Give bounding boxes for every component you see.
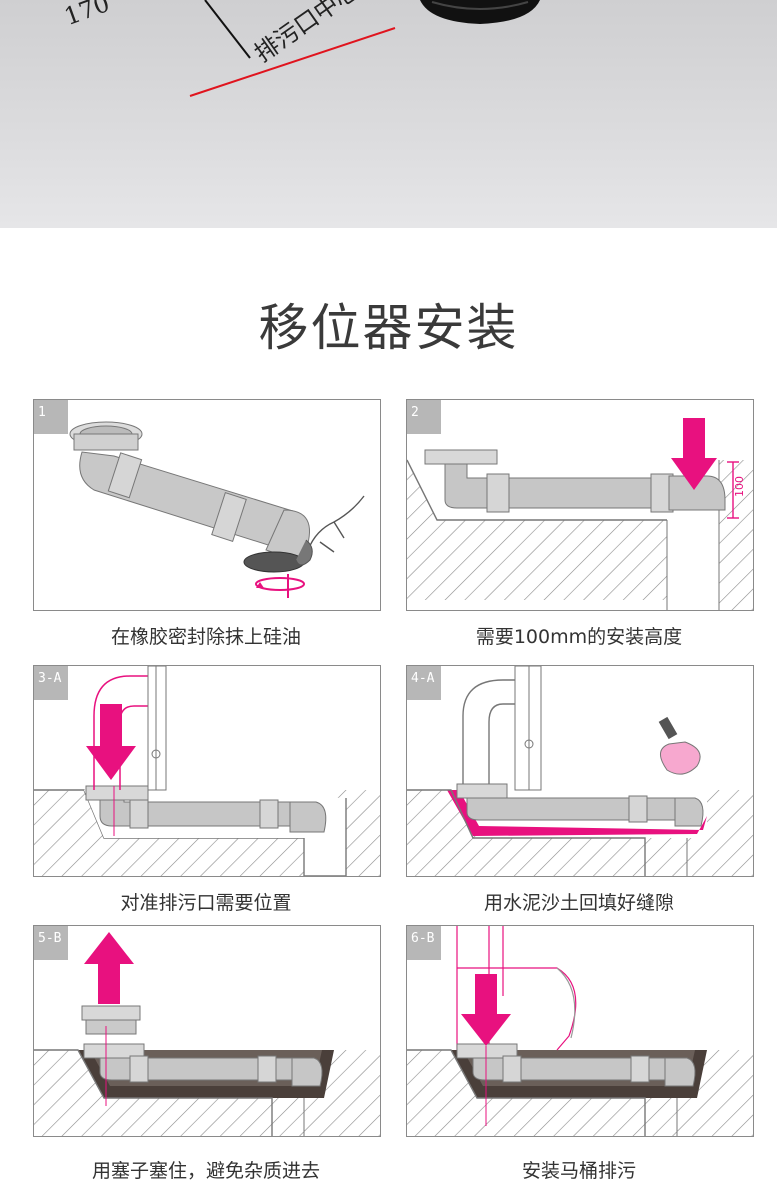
step-6b-illustration xyxy=(407,926,753,1136)
step-panel-4a: 4-A xyxy=(406,665,754,877)
step-5b-illustration xyxy=(34,932,380,1136)
step-panel-6b: 6-B xyxy=(406,925,754,1137)
step-badge-5b: 5-B xyxy=(34,926,68,960)
step-badge-2: 2 xyxy=(407,400,441,434)
step-caption-2: 需要100mm的安装高度 xyxy=(475,626,683,648)
step-caption-1: 在橡胶密封除抹上硅油 xyxy=(110,626,301,648)
step-2-illustration xyxy=(407,418,753,610)
outlet-center-line xyxy=(189,27,396,97)
banner-illustration xyxy=(189,0,540,97)
step-1-illustration xyxy=(69,421,365,598)
step-badge-4a: 4-A xyxy=(407,666,441,700)
step-4a-illustration xyxy=(407,666,753,876)
section-title: 移位器安装 xyxy=(258,299,519,357)
step-panel-2: 2 100 xyxy=(406,399,754,611)
step-panel-3a: 3-A xyxy=(33,665,381,877)
step-3a-illustration xyxy=(34,666,380,876)
step-badge-6b: 6-B xyxy=(407,926,441,960)
step-panel-1: 1 xyxy=(33,399,381,611)
step-caption-3a: 对准排污口需要位置 xyxy=(120,892,292,914)
dimension-line xyxy=(204,0,251,59)
step-badge-3a: 3-A xyxy=(34,666,68,700)
flange-ring xyxy=(431,1,529,10)
step-caption-4a: 用水泥沙土回填好缝隙 xyxy=(483,892,674,914)
top-banner: 170 排污口中心 xyxy=(0,0,777,228)
step-badge-1: 1 xyxy=(34,400,68,434)
dimension-100-label: 100 xyxy=(733,476,746,497)
step-caption-6b: 安装马桶排污 xyxy=(521,1160,636,1182)
step-panel-5b: 5-B xyxy=(33,925,381,1137)
step-caption-5b: 用塞子塞住，避免杂质进去 xyxy=(91,1160,320,1182)
